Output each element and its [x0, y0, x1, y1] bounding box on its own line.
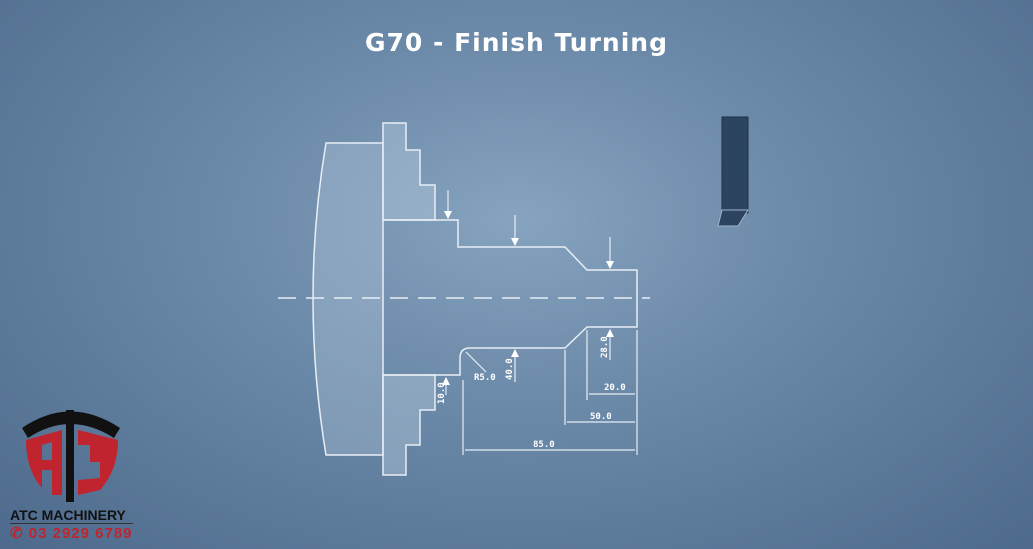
- cutting-tool-icon: [717, 116, 749, 227]
- chuck-jaw-top: [382, 122, 436, 221]
- brand-phone: ✆ 03 2929 6789: [10, 523, 133, 542]
- label-l-short: 20.0: [604, 383, 626, 393]
- phone-number: 03 2929 6789: [28, 525, 133, 542]
- chuck-body: [312, 142, 384, 456]
- workpiece-profile: [383, 219, 638, 376]
- page-title: G70 - Finish Turning: [365, 28, 668, 57]
- label-l-total: 85.0: [533, 440, 555, 450]
- atc-logo-icon: [22, 410, 120, 502]
- chuck-jaw-bottom: [382, 374, 436, 476]
- label-d-mid: 40.0: [505, 358, 515, 380]
- label-d-left: 10.0: [437, 382, 447, 404]
- dimension-lines: [445, 190, 638, 455]
- brand-name: ATC MACHINERY: [10, 507, 126, 523]
- label-l-mid: 50.0: [590, 412, 612, 422]
- phone-icon: ✆: [10, 525, 29, 542]
- label-chamfer: R5.0: [474, 373, 496, 383]
- arrowheads: [442, 211, 614, 385]
- label-d-right: 28.0: [600, 336, 610, 358]
